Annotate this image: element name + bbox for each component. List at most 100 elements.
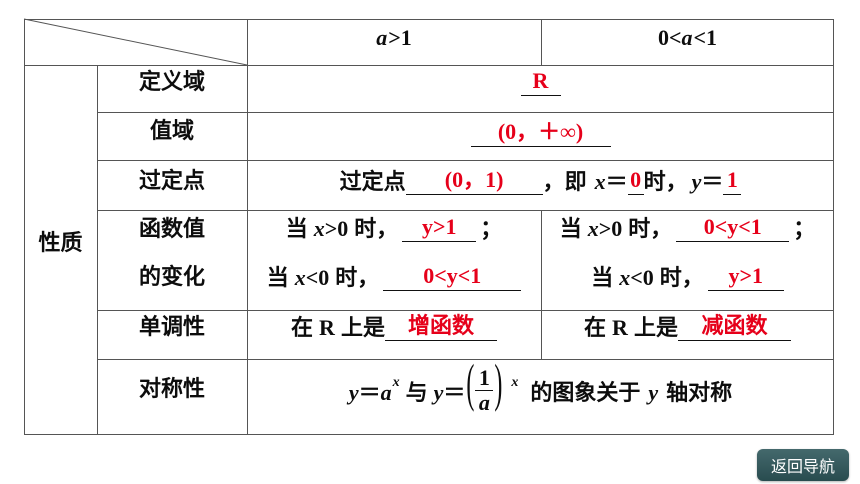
monotonicity-tail: 上是 [633,315,678,340]
condition-var: x [313,216,325,241]
answer-blank: 0<y<1 [676,215,790,242]
condition-var: x [619,265,631,290]
fixed-point-y-answer: 1 [726,167,738,192]
row-label-domain: 定义域 [138,69,205,94]
symmetry-base: a [380,380,392,405]
fixed-point-when: 时， [643,169,688,194]
diagonal-stroke [23,18,248,66]
value-change-case-a-line-2: 当 x <0 时， 0<y<1 [247,263,541,291]
fixed-point-y-blank: 1 [723,167,742,195]
monotonicity-answer: 减函数 [701,313,768,338]
header-case-b-relation: <1 [693,25,718,50]
row-label-monotonicity: 单调性 [138,314,205,339]
condition-var: x [294,265,306,290]
condition-var: x [587,216,599,241]
symmetry-content: y ＝ a x 与 y ＝ ( 1 a ) x 的图象关于 y 轴对称 [247,359,834,427]
symmetry-paren-open: ( [466,356,475,414]
condition-relation: <0 [630,265,654,290]
symmetry-axis-description: 轴对称 [666,380,733,405]
symmetry-equals-1: ＝ [358,380,381,405]
condition-relation: >0 [598,216,623,241]
row-label-fixed-point: 过定点 [138,168,205,193]
header-diagonal-line [23,18,248,66]
condition-relation: >0 [324,216,349,241]
back-to-navigation-button[interactable]: 返回导航 [757,449,849,481]
monotonicity-lead: 在 [584,315,607,340]
column-rule [541,210,542,359]
fraction-numerator: 1 [475,365,494,391]
answer-text: y>1 [422,214,457,239]
symmetry-description: 的图象关于 [530,380,641,405]
header-case-b-var: a [681,25,693,50]
range-answer: (0，＋∞) [497,119,584,144]
row-rule [97,210,834,211]
condition-tail: 时， [628,216,673,241]
row-label-value-change-line-2: 的变化 [138,264,205,289]
column-rule [541,19,542,65]
symmetry-paren-close: ) [494,356,503,414]
row-label-range: 值域 [149,118,194,143]
group-label-properties: 性质 [38,230,83,255]
row-rule [97,160,834,161]
range-blank: (0，＋∞) [470,119,611,147]
monotonicity-tail: 上是 [340,315,385,340]
fixed-point-x-answer: 0 [630,167,642,192]
header-case-a: a >1 [247,26,541,50]
fixed-point-answer: (0，1) [444,167,504,192]
symmetry-fraction: 1 a [475,365,494,415]
answer-blank: 0<y<1 [383,263,522,291]
condition-lead: 当 [285,216,308,241]
row-label-value-change-line-1: 函数值 [138,216,205,241]
value-change-case-b-line-1: 当 x >0 时， 0<y<1 ； [541,215,834,242]
column-rule [97,65,98,435]
header-case-b-lead: 0< [657,25,682,50]
fixed-point-var-x: x [594,169,606,194]
line-end-semicolon: ； [793,216,816,241]
monotonicity-case-a: 在 R 上是 增函数 [247,313,541,341]
fixed-point-lead: 过定点 [339,169,406,194]
fixed-point-mid: ，即 [542,169,587,194]
monotonicity-set: R [612,315,628,340]
value-change-case-b-line-2: 当 x <0 时， y>1 [541,263,834,291]
fixed-point-equals-x: ＝ [605,169,628,194]
condition-lead: 当 [266,265,289,290]
symmetry-equals-2: ＝ [443,380,466,405]
range-content: (0，＋∞) [247,119,834,147]
fixed-point-x-blank: 0 [627,167,644,195]
monotonicity-answer: 增函数 [407,313,474,338]
header-row-rule [24,65,834,66]
fixed-point-content: 过定点 (0，1) ，即 x ＝ 0 时， y ＝ 1 [247,167,834,195]
domain-blank: R [520,69,561,96]
condition-tail: 时， [354,216,399,241]
monotonicity-blank: 减函数 [677,313,791,341]
monotonicity-blank: 增函数 [384,313,497,341]
row-label-symmetry: 对称性 [138,376,205,401]
fraction-denominator: a [478,389,490,415]
column-rule [247,19,248,435]
answer-text: 0<y<1 [423,263,482,288]
condition-relation: <0 [305,265,330,290]
monotonicity-lead: 在 [291,315,314,340]
condition-lead: 当 [559,216,582,241]
monotonicity-case-b: 在 R 上是 减函数 [541,313,834,341]
answer-text: y>1 [728,263,764,288]
header-case-b: 0< a <1 [541,26,834,50]
symmetry-axis-var: y [648,380,659,405]
table-frame [24,19,834,435]
row-rule [97,310,834,311]
value-change-case-a-line-1: 当 x >0 时， y>1 ； [247,214,541,242]
fixed-point-blank: (0，1) [405,167,543,195]
header-case-a-relation: >1 [388,25,412,50]
symmetry-exponent-1: x [392,375,400,390]
symmetry-conjunction: 与 [405,380,428,405]
condition-lead: 当 [591,265,614,290]
header-case-a-var: a [376,25,388,50]
symmetry-y2: y [433,380,444,405]
answer-blank: y>1 [402,214,477,242]
symmetry-exponent-2: x [511,375,519,390]
row-rule [97,359,834,360]
condition-tail: 时， [335,265,380,290]
fixed-point-var-y: y [691,169,702,194]
monotonicity-set: R [319,315,335,340]
